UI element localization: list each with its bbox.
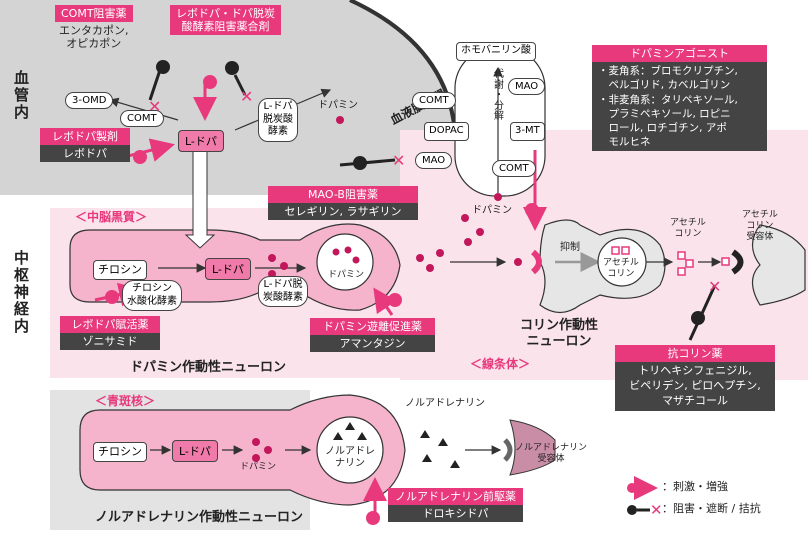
mao-metab-node: MAO xyxy=(508,78,546,95)
legend-inhibit: ：阻害・遮断 / 拮抗 xyxy=(662,502,761,515)
svg-text:✕: ✕ xyxy=(240,87,253,106)
cholinergic-neuron-label: コリン作動性 ニューロン xyxy=(520,318,599,349)
levodopa-enhancer-names: ゾニサミド xyxy=(60,333,160,351)
suppression-label: 抑制 xyxy=(560,242,580,253)
l-dopa-blood-node: L-ドパ xyxy=(178,130,224,152)
tyrosine-lc-node: チロシン xyxy=(93,442,147,462)
comt-inhibitor-box: COMT阻害薬 エンタカポン, オピカポン xyxy=(55,5,133,51)
anticholinergic-header: 抗コリン薬 xyxy=(615,345,775,363)
ddc-combo-header: レボドパ・ドパ脱炭 酸酵素阻害薬合剤 xyxy=(170,5,281,36)
ach-vesicle-label: アセチル コリン xyxy=(603,258,639,279)
agonist-line: ロール, ロチゴチン, アポ xyxy=(598,121,727,134)
dopamine-synapse-label: ドパミン xyxy=(472,205,512,216)
svg-text:✕: ✕ xyxy=(392,151,405,170)
na-precursor-box: ノルアドレナリン前駆薬 ドロキシドパ xyxy=(388,488,523,523)
dopamine-release-names: アマンタジン xyxy=(310,335,435,353)
comt-node-lower: COMT xyxy=(492,160,536,177)
locus-coeruleus-label: ＜青斑核＞ xyxy=(95,394,156,408)
dopac-node: DOPAC xyxy=(424,122,469,141)
dopamine-vesicle-label: ドパミン xyxy=(328,270,365,280)
dopaminergic-neuron-label: ドパミン作動性ニューロン xyxy=(130,360,287,375)
cns-label: 中枢神経内 xyxy=(12,250,30,335)
l-dopa-neuron-node: L-ドパ xyxy=(205,258,251,280)
striatum-label: ＜線条体＞ xyxy=(470,357,531,371)
anticholinergic-box: 抗コリン薬 トリヘキシフェニジル, ビペリデン, ピロヘプチン, マザチコール xyxy=(615,345,775,411)
levodopa-prep-names: レボドパ xyxy=(40,145,130,163)
na-synapse-label: ノルアドレナリン xyxy=(405,398,485,409)
na-precursor-names: ドロキシドパ xyxy=(388,505,523,523)
mao-node: MAO xyxy=(415,152,453,169)
agonist-line: ・麦角系：ブロモクリプチン, xyxy=(598,65,738,78)
levodopa-prep-box: レボドパ製剤 レボドパ xyxy=(40,128,130,163)
svg-text:✕: ✕ xyxy=(650,501,663,519)
comt-inhibitor-names: エンタカポン, オピカポン xyxy=(59,24,129,51)
aadc-node: L-ドパ脱 炭酸酵素 xyxy=(258,276,308,307)
ach-receptor-label: アセチル コリン 受容体 xyxy=(742,210,778,242)
agonist-line: ・非麦角系：タリペキソール, xyxy=(598,93,738,106)
dopamine-lc-label: ドパミン xyxy=(240,462,277,472)
na-vesicle-label: ノルアドレ ナリン xyxy=(325,446,375,469)
maob-inhibitor-header: MAO-B阻害薬 xyxy=(268,186,418,204)
anticholinergic-names: トリヘキシフェニジル, ビペリデン, ピロヘプチン, マザチコール xyxy=(615,362,775,411)
maob-inhibitor-box: MAO-B阻害薬 セレギリン, ラサギリン xyxy=(268,186,418,221)
svg-text:✕: ✕ xyxy=(708,277,721,296)
tyrosine-node: チロシン xyxy=(93,260,147,280)
dopamine-agonist-box: ドパミンアゴニスト ・麦角系：ブロモクリプチン, ペルゴリド, カベルゴリン ・… xyxy=(592,45,767,152)
na-receptor-label: ノルアドレナリン 受容体 xyxy=(515,443,588,464)
comt-enzyme-node: COMT xyxy=(120,110,164,127)
agonist-line: モルヒネ xyxy=(598,136,651,149)
three-mt-node: 3-MT xyxy=(510,122,545,141)
noradrenergic-neuron-label: ノルアドレナリン作動性ニューロン xyxy=(95,510,304,525)
dopamine-agonist-list: ・麦角系：ブロモクリプチン, ペルゴリド, カベルゴリン ・非麦角系：タリペキソ… xyxy=(592,62,767,152)
three-omd-node: 3-OMD xyxy=(65,92,114,109)
ddc-enzyme-node: L-ドパ 脱炭酸 酵素 xyxy=(258,98,298,142)
blood-vessel-label: 血管内 xyxy=(12,70,30,121)
comt-metab-node: COMT xyxy=(412,92,456,109)
metabolism-label: 代 謝 ・ 分 解 xyxy=(494,69,504,122)
ach-label: アセチル コリン xyxy=(670,218,706,239)
tyrosine-hydroxylase-node: チロシン 水酸化酵素 xyxy=(122,280,182,311)
levodopa-prep-header: レボドパ製剤 xyxy=(40,128,130,146)
na-receptor-cell xyxy=(509,419,556,476)
ddc-combo-box: レボドパ・ドパ脱炭 酸酵素阻害薬合剤 xyxy=(170,5,281,36)
comt-inhibitor-header: COMT阻害薬 xyxy=(55,5,133,23)
levodopa-enhancer-box: レボドパ賦活薬 ゾニサミド xyxy=(60,316,160,351)
agonist-line: プラミペキソール, ロピニ xyxy=(598,107,731,120)
hva-node: ホモバニリン酸 xyxy=(456,42,536,61)
legend-stimulate: ：刺激・増強 xyxy=(662,480,728,493)
nigra-label: ＜中脳黒質＞ xyxy=(75,210,148,224)
ach-receptor-cell xyxy=(751,224,806,306)
l-dopa-lc-node: L-ドパ xyxy=(172,440,218,462)
maob-inhibitor-names: セレギリン, ラサギリン xyxy=(268,203,418,221)
dopamine-release-box: ドパミン遊離促進薬 アマンタジン xyxy=(310,318,435,353)
na-precursor-header: ノルアドレナリン前駆薬 xyxy=(388,488,523,506)
dopamine-release-header: ドパミン遊離促進薬 xyxy=(310,318,435,336)
dopamine-blood-label: ドパミン xyxy=(318,100,358,111)
dopamine-agonist-header: ドパミンアゴニスト xyxy=(592,45,767,63)
agonist-line: ペルゴリド, カベルゴリン xyxy=(598,79,731,92)
levodopa-enhancer-header: レボドパ賦活薬 xyxy=(60,316,160,334)
